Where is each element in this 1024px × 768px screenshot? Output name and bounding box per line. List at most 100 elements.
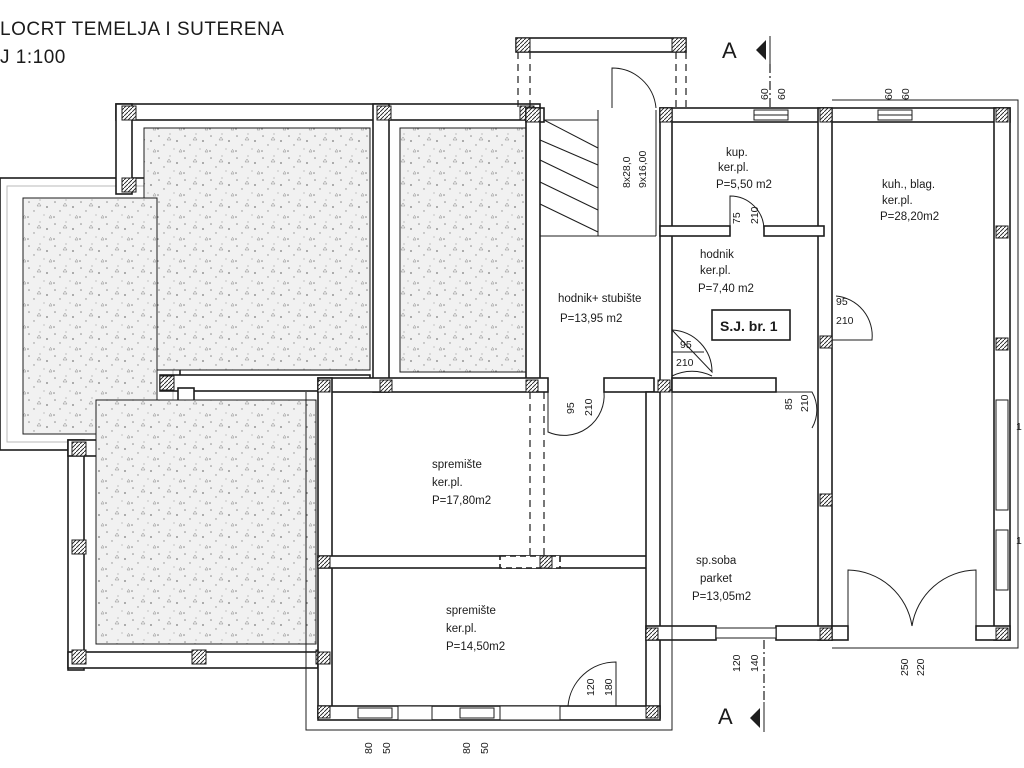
post — [819, 627, 833, 641]
window-bottom-3 — [459, 707, 495, 719]
dim-door-kup-a: 75 — [731, 212, 743, 224]
door-mid — [547, 391, 605, 436]
wall-kitchen-bottom — [831, 625, 849, 641]
section-arrow-top — [756, 40, 766, 60]
wall-stair-right — [659, 107, 673, 391]
stair-dim-a: 8x28,0 — [621, 156, 633, 188]
drawing-scale: J 1:100 — [0, 47, 66, 68]
stair-dim-b: 9x16,00 — [637, 150, 649, 188]
wall-kup-bottom-right — [763, 225, 825, 237]
room-area: P=7,40 m2 — [698, 283, 754, 295]
window-right-2 — [995, 529, 1009, 591]
wall-storage-divider — [317, 555, 659, 569]
section-arrow-bottom — [750, 708, 760, 728]
post — [525, 379, 539, 393]
window-soba — [715, 627, 777, 639]
window-bottom-1 — [357, 707, 393, 719]
drawing-title: LOCRT TEMELJA I SUTERENA — [0, 19, 284, 40]
post — [657, 379, 671, 393]
dim-win-soba-b: 140 — [749, 654, 761, 672]
staircase: 8x28,0 9x16,00 — [539, 110, 657, 237]
dim-door-mid-a: 95 — [565, 402, 577, 414]
section-marker-top: A — [722, 36, 771, 108]
room-hodnik-stubiste: hodnik+ stubište P=13,95 m2 — [558, 293, 641, 325]
post — [71, 649, 87, 665]
post — [645, 705, 659, 719]
room-area: P=28,20m2 — [880, 211, 939, 223]
section-letter-bottom: A — [718, 704, 733, 729]
wall-mid-vertical — [817, 107, 833, 641]
gravel-area-4 — [95, 399, 317, 645]
room-floor: ker.pl. — [432, 477, 463, 489]
dim-door-mid-b: 210 — [583, 398, 595, 416]
dim-win-bottom-1a: 80 — [363, 742, 375, 754]
post — [379, 379, 393, 393]
post — [995, 627, 1009, 641]
door-stubiste — [671, 329, 713, 374]
window-bottom-4 — [499, 705, 561, 721]
entrance-door-arc — [611, 67, 657, 109]
doors — [547, 195, 977, 707]
wall-corridor-3 — [671, 377, 777, 393]
post — [645, 627, 659, 641]
room-floor: parket — [700, 573, 733, 585]
dim-win-top-2b: 60 — [900, 88, 912, 100]
post — [376, 105, 392, 121]
room-spremiste-1: spremište ker.pl. P=17,80m2 — [432, 459, 491, 507]
wall-kup-bottom — [659, 225, 731, 237]
unit-label-box — [711, 309, 791, 341]
post — [539, 555, 553, 569]
room-floor: ker.pl. — [718, 162, 749, 174]
dim-win-kuhinja-b: 220 — [915, 658, 927, 676]
room-name: hodnik — [700, 249, 734, 261]
room-area: P=17,80m2 — [432, 495, 491, 507]
room-kuhinja: kuh., blag. ker.pl. P=28,20m2 — [880, 179, 939, 223]
dim-win-top-2a: 60 — [883, 88, 895, 100]
post — [525, 107, 541, 123]
post — [121, 105, 137, 121]
post — [317, 555, 331, 569]
wall-left-stairs — [525, 107, 541, 389]
post — [995, 225, 1009, 239]
post — [317, 379, 331, 393]
foundation-strips — [0, 103, 541, 671]
post — [995, 337, 1009, 351]
dim-door-stubiste-b: 210 — [676, 357, 694, 369]
wall-storage-left — [317, 377, 333, 719]
dim-win-bottom-1b: 50 — [381, 742, 393, 754]
dim-win-soba-a: 120 — [731, 654, 743, 672]
dim-win-bottom-2b: 50 — [479, 742, 491, 754]
unit-label: S.J. br. 1 — [720, 318, 778, 334]
post — [671, 37, 687, 53]
room-name: spremište — [432, 459, 482, 471]
room-name: sp.soba — [696, 555, 737, 567]
door-kup — [729, 195, 765, 236]
post — [71, 539, 87, 555]
window-right-1 — [995, 399, 1009, 511]
door-stubiste-swing — [671, 370, 713, 377]
dim-door-soba-b: 210 — [799, 394, 811, 412]
dim-door-hodnik-b: 210 — [836, 315, 854, 327]
room-name: spremište — [446, 605, 496, 617]
section-marker-bottom: A — [718, 640, 765, 732]
room-floor: ker.pl. — [446, 623, 477, 635]
gravel-area-2 — [399, 127, 527, 373]
door-hodnik-right — [832, 295, 873, 341]
outer-outline — [305, 392, 673, 731]
dim-door-hodnik-a: 95 — [836, 296, 848, 308]
dim-edge-right-a: 1 — [1016, 421, 1022, 433]
stair-run — [539, 119, 599, 233]
post — [191, 649, 207, 665]
room-spremiste-2: spremište ker.pl. P=14,50m2 — [446, 605, 505, 653]
post — [317, 705, 331, 719]
room-name: hodnik+ stubište — [558, 293, 641, 305]
foundation-left-strip-top — [115, 103, 133, 195]
dim-win-kuhinja-a: 250 — [899, 658, 911, 676]
dim-win-top-1b: 60 — [776, 88, 788, 100]
dimension-annotations: 60 60 60 60 75 210 95 210 95 210 95 210 … — [363, 88, 1022, 754]
door-kitchen-left — [847, 569, 913, 627]
post — [515, 37, 531, 53]
room-name: kuh., blag. — [882, 179, 935, 191]
dim-door-spremiste-a: 120 — [585, 678, 597, 696]
